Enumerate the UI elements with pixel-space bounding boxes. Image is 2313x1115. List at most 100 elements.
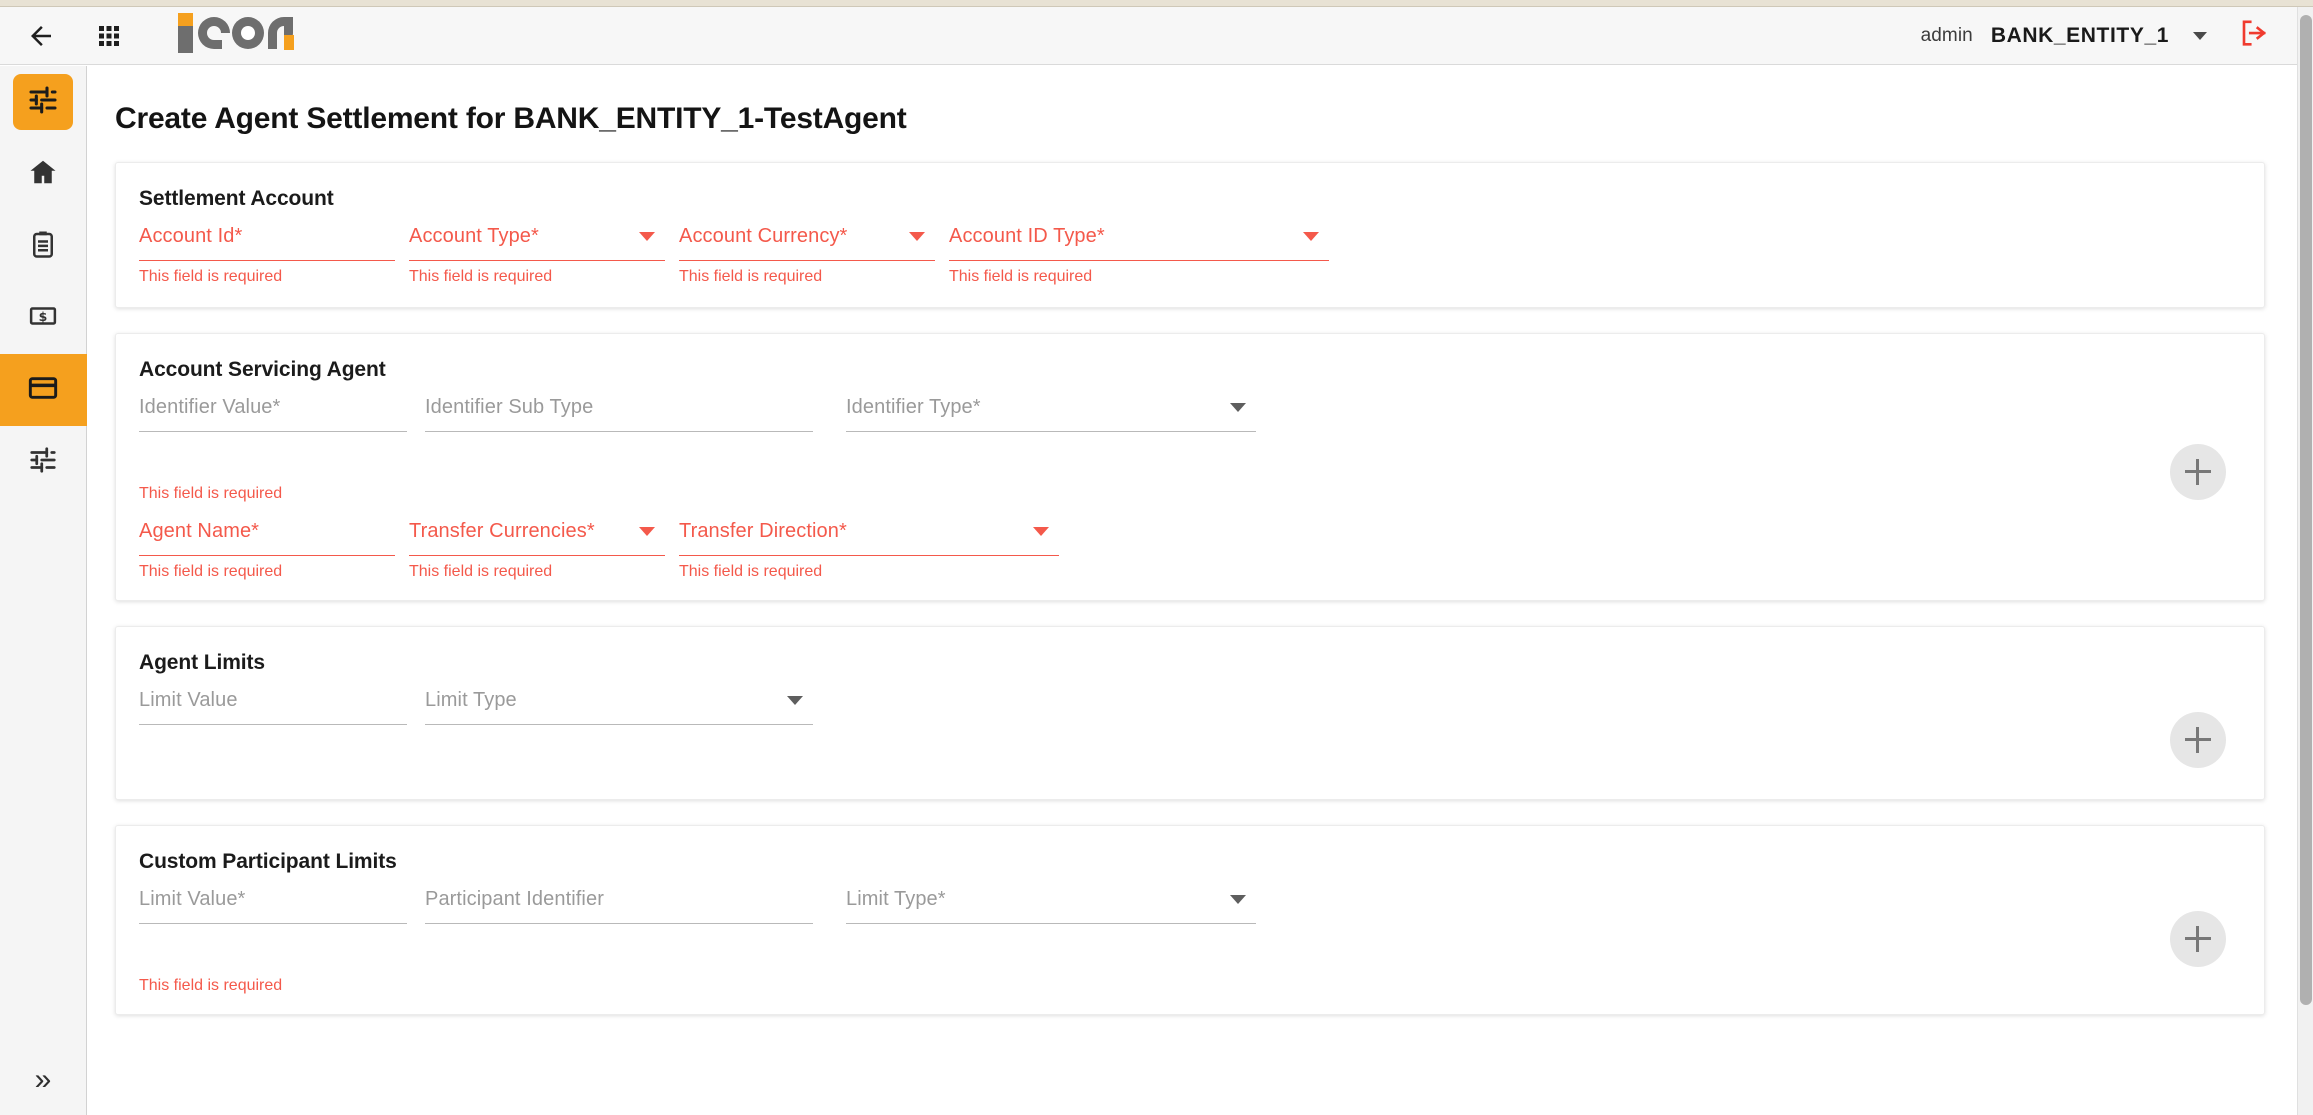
transfer-currencies-field[interactable]: Transfer Currencies*This field is requir… xyxy=(409,506,679,584)
arrow-left-icon xyxy=(26,21,56,51)
field-error-message: This field is required xyxy=(409,268,553,285)
sidebar-item-configuration[interactable] xyxy=(0,426,87,498)
field-label: Agent Name* xyxy=(139,520,260,542)
user-name-label: admin xyxy=(1920,24,1973,46)
field-underline xyxy=(425,724,813,725)
entity-name-label: BANK_ENTITY_1 xyxy=(1990,23,2169,47)
field-underline xyxy=(139,923,407,924)
apps-grid-button[interactable] xyxy=(90,17,128,55)
field-underline xyxy=(425,431,813,432)
back-button[interactable] xyxy=(22,17,60,55)
sidebar-item-home[interactable] xyxy=(0,138,87,210)
field-error-message: This field is required xyxy=(139,268,283,285)
svg-text:$: $ xyxy=(39,309,48,324)
chevron-down-icon[interactable] xyxy=(2193,31,2207,40)
field-underline xyxy=(949,260,1329,261)
page-scrollbar[interactable] xyxy=(2297,7,2313,1115)
field-label: Transfer Direction* xyxy=(679,520,847,542)
limit-type-field[interactable]: Limit Type xyxy=(425,675,813,753)
card-padding xyxy=(116,753,2264,799)
field-label: Identifier Type* xyxy=(846,396,981,418)
chevron-down-icon[interactable] xyxy=(1303,232,1319,241)
clipboard-icon xyxy=(28,229,58,264)
field-underline xyxy=(139,260,395,261)
chevron-down-icon[interactable] xyxy=(1033,527,1049,536)
field-underline xyxy=(409,555,665,556)
add-account-servicing-agent-button[interactable] xyxy=(2170,444,2226,500)
custom-limit-value-field[interactable]: Limit Value*This field is required xyxy=(139,874,425,998)
field-underline xyxy=(409,260,665,261)
agent-name-field[interactable]: Agent Name* This field is required xyxy=(139,506,409,584)
money-bill-icon: $ xyxy=(28,301,58,336)
sidebar-item-settings-top[interactable] xyxy=(0,66,87,138)
identifier-sub-type-field[interactable]: Identifier Sub Type xyxy=(425,382,846,460)
sidebar-item-reports[interactable] xyxy=(0,210,87,282)
field-label: Account Currency* xyxy=(679,225,848,247)
account-type-field[interactable]: Account Type* This field is required xyxy=(409,211,679,289)
sidebar-item-accounts[interactable] xyxy=(0,354,87,426)
add-custom-participant-limit-button[interactable] xyxy=(2170,911,2226,967)
sidebar-expand-button[interactable]: » xyxy=(0,1045,87,1115)
field-error-message: This field is required xyxy=(139,977,283,994)
field-label: Transfer Currencies* xyxy=(409,520,595,542)
field-underline xyxy=(139,724,407,725)
field-underline xyxy=(139,555,395,556)
custom-limit-type-field[interactable]: Limit Type* xyxy=(846,874,1256,952)
field-label: Account Type* xyxy=(409,225,539,247)
field-label: Limit Type* xyxy=(846,888,946,910)
field-underline xyxy=(139,431,407,432)
chevron-down-icon[interactable] xyxy=(787,696,803,705)
transfer-direction-field[interactable]: Transfer Direction* This field is require… xyxy=(679,506,1059,584)
chevron-down-icon[interactable] xyxy=(639,527,655,536)
icon-brand-logo xyxy=(176,11,308,60)
chevron-down-icon[interactable] xyxy=(639,232,655,241)
card-title: Account Servicing Agent xyxy=(139,358,386,381)
main-content: Create Agent Settlement for BANK_ENTITY_… xyxy=(88,66,2297,1115)
field-underline xyxy=(846,923,1256,924)
identifier-type-field[interactable]: Identifier Type* xyxy=(846,382,1256,460)
chevron-down-icon[interactable] xyxy=(1230,895,1246,904)
field-error-message: This field is required xyxy=(949,268,1093,285)
account-currency-field[interactable]: Account Currency* This field is required xyxy=(679,211,949,289)
logout-button[interactable] xyxy=(2239,18,2269,53)
field-underline xyxy=(679,555,1059,556)
add-agent-limit-button[interactable] xyxy=(2170,712,2226,768)
sidebar-item-payments[interactable]: $ xyxy=(0,282,87,354)
field-label: Participant Identifier xyxy=(425,888,604,910)
page-scrollbar-thumb[interactable] xyxy=(2300,15,2312,1005)
sliders-icon xyxy=(27,84,59,121)
sliders-icon xyxy=(28,445,58,480)
plus-icon xyxy=(2185,459,2211,485)
limit-value-field[interactable]: Limit Value xyxy=(139,675,425,753)
chevron-down-icon[interactable] xyxy=(909,232,925,241)
chevron-down-icon[interactable] xyxy=(1230,403,1246,412)
field-label: Account Id* xyxy=(139,225,243,247)
identifier-value-field[interactable]: Identifier Value*This field is required xyxy=(139,382,425,506)
card-title: Custom Participant Limits xyxy=(139,850,397,873)
page-title: Create Agent Settlement for BANK_ENTITY_… xyxy=(115,102,907,135)
sidebar: $ » xyxy=(0,66,87,1115)
field-error-message: This field is required xyxy=(139,563,283,580)
account-id-field[interactable]: Account Id* This field is required xyxy=(139,211,409,289)
custom-participant-identifier-field[interactable]: Participant Identifier xyxy=(425,874,846,952)
card-title: Settlement Account xyxy=(139,187,334,210)
field-error-message: This field is required xyxy=(679,268,823,285)
app-logo[interactable] xyxy=(176,11,308,60)
card-padding xyxy=(116,584,2264,600)
app-header: admin BANK_ENTITY_1 xyxy=(0,7,2297,65)
browser-top-strip xyxy=(0,0,2313,7)
field-label: Identifier Sub Type xyxy=(425,396,594,418)
card-padding xyxy=(116,998,2264,1014)
account-id-type-field[interactable]: Account ID Type*This field is required xyxy=(949,211,1329,289)
field-error-message: This field is required xyxy=(679,563,823,580)
home-icon xyxy=(28,157,58,192)
